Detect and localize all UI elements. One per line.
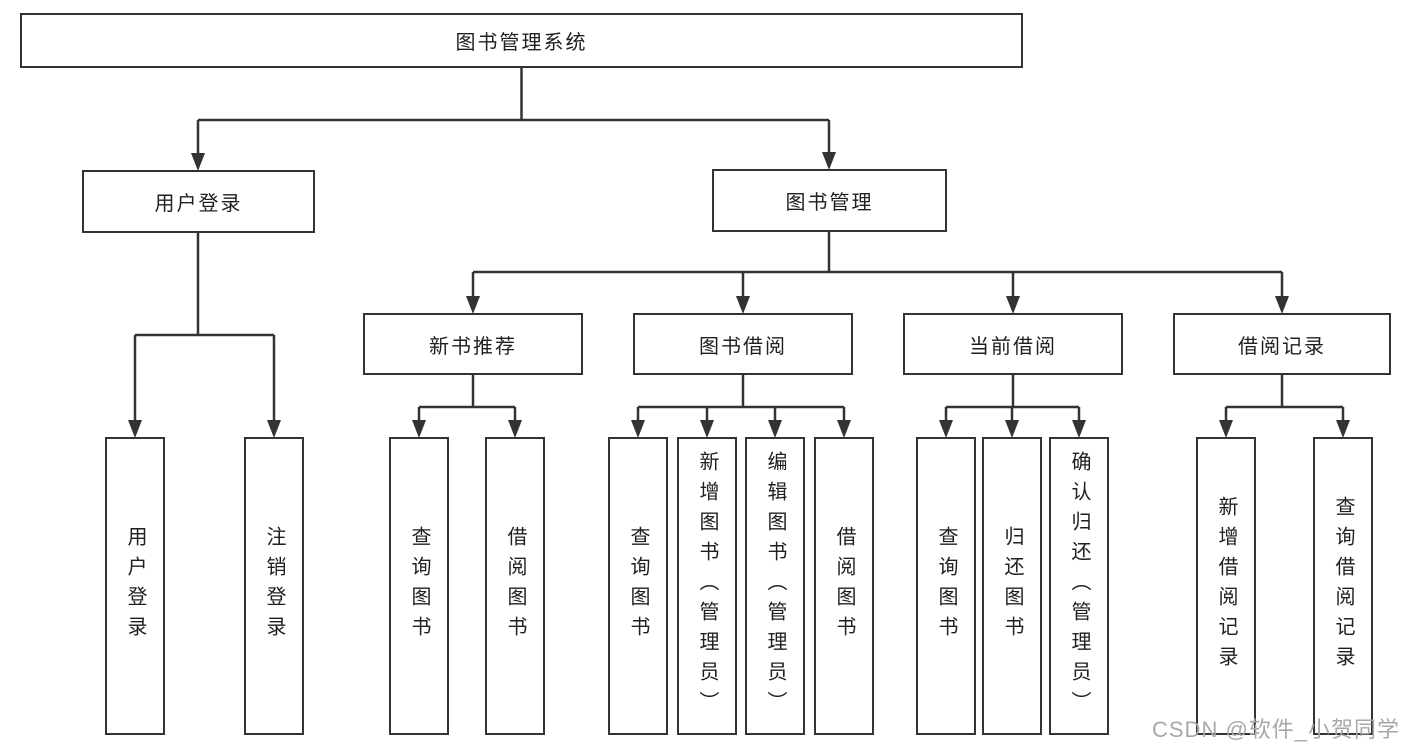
node-label: 查询图书: [935, 526, 957, 646]
arrowheads: [128, 152, 1350, 438]
leaf-logout: 注销登录: [244, 437, 304, 735]
node-new-book-recommendation: 新书推荐: [363, 313, 583, 375]
node-label: 用户登录: [154, 193, 243, 215]
node-label: 归还图书: [1001, 526, 1023, 646]
leaf-borrow-books-borrowing: 借阅图书: [814, 437, 874, 735]
node-library-management-system: 图书管理系统: [20, 13, 1023, 68]
connector-current-to-leaves: [944, 375, 1081, 420]
node-label: 当前借阅: [969, 335, 1057, 358]
leaf-confirm-return-admin: 确认归还（管理员）: [1049, 437, 1109, 735]
connector-records-to-leaves: [1224, 375, 1345, 420]
node-label: 注销登录: [263, 526, 285, 646]
node-label: 图书借阅: [699, 335, 787, 358]
connector-user-login-to-leaves: [133, 233, 276, 420]
leaf-add-borrow-record: 新增借阅记录: [1196, 437, 1256, 735]
leaf-query-books-borrowing: 查询图书: [608, 437, 668, 735]
leaf-add-books-admin: 新增图书（管理员）: [677, 437, 737, 735]
node-borrowing-records: 借阅记录: [1173, 313, 1391, 375]
node-label: 借阅记录: [1238, 335, 1326, 358]
leaf-query-borrow-record: 查询借阅记录: [1313, 437, 1373, 735]
csdn-watermark: CSDN @软件_小贺同学: [1152, 717, 1401, 742]
leaf-return-books: 归还图书: [982, 437, 1042, 735]
node-label: 新书推荐: [429, 335, 517, 358]
connector-book-mgmt-to-level3: [471, 232, 1284, 296]
node-label: 借阅图书: [504, 526, 526, 646]
node-label: 确认归还（管理员）: [1068, 451, 1090, 721]
node-label: 查询借阅记录: [1332, 496, 1354, 676]
node-label: 图书管理系统: [455, 32, 588, 54]
connector-recommend-to-leaves: [417, 375, 517, 420]
node-user-login: 用户登录: [82, 170, 315, 233]
node-label: 编辑图书（管理员）: [764, 451, 786, 721]
node-label: 新增图书（管理员）: [696, 451, 718, 721]
node-label: 新增借阅记录: [1215, 496, 1237, 676]
node-label: 借阅图书: [833, 526, 855, 646]
connector-borrowing-to-leaves: [636, 375, 846, 420]
connector-root-to-level2: [196, 68, 831, 153]
node-label: 用户登录: [124, 526, 146, 646]
leaf-query-books-current: 查询图书: [916, 437, 976, 735]
leaf-edit-books-admin: 编辑图书（管理员）: [745, 437, 805, 735]
node-book-borrowing: 图书借阅: [633, 313, 853, 375]
node-current-borrowing: 当前借阅: [903, 313, 1123, 375]
leaf-borrow-books-recommend: 借阅图书: [485, 437, 545, 735]
node-label: 查询图书: [627, 526, 649, 646]
leaf-query-books-recommend: 查询图书: [389, 437, 449, 735]
node-label: 查询图书: [408, 526, 430, 646]
leaf-user-login: 用户登录: [105, 437, 165, 735]
node-book-management: 图书管理: [712, 169, 947, 232]
node-label: 图书管理: [785, 192, 874, 214]
